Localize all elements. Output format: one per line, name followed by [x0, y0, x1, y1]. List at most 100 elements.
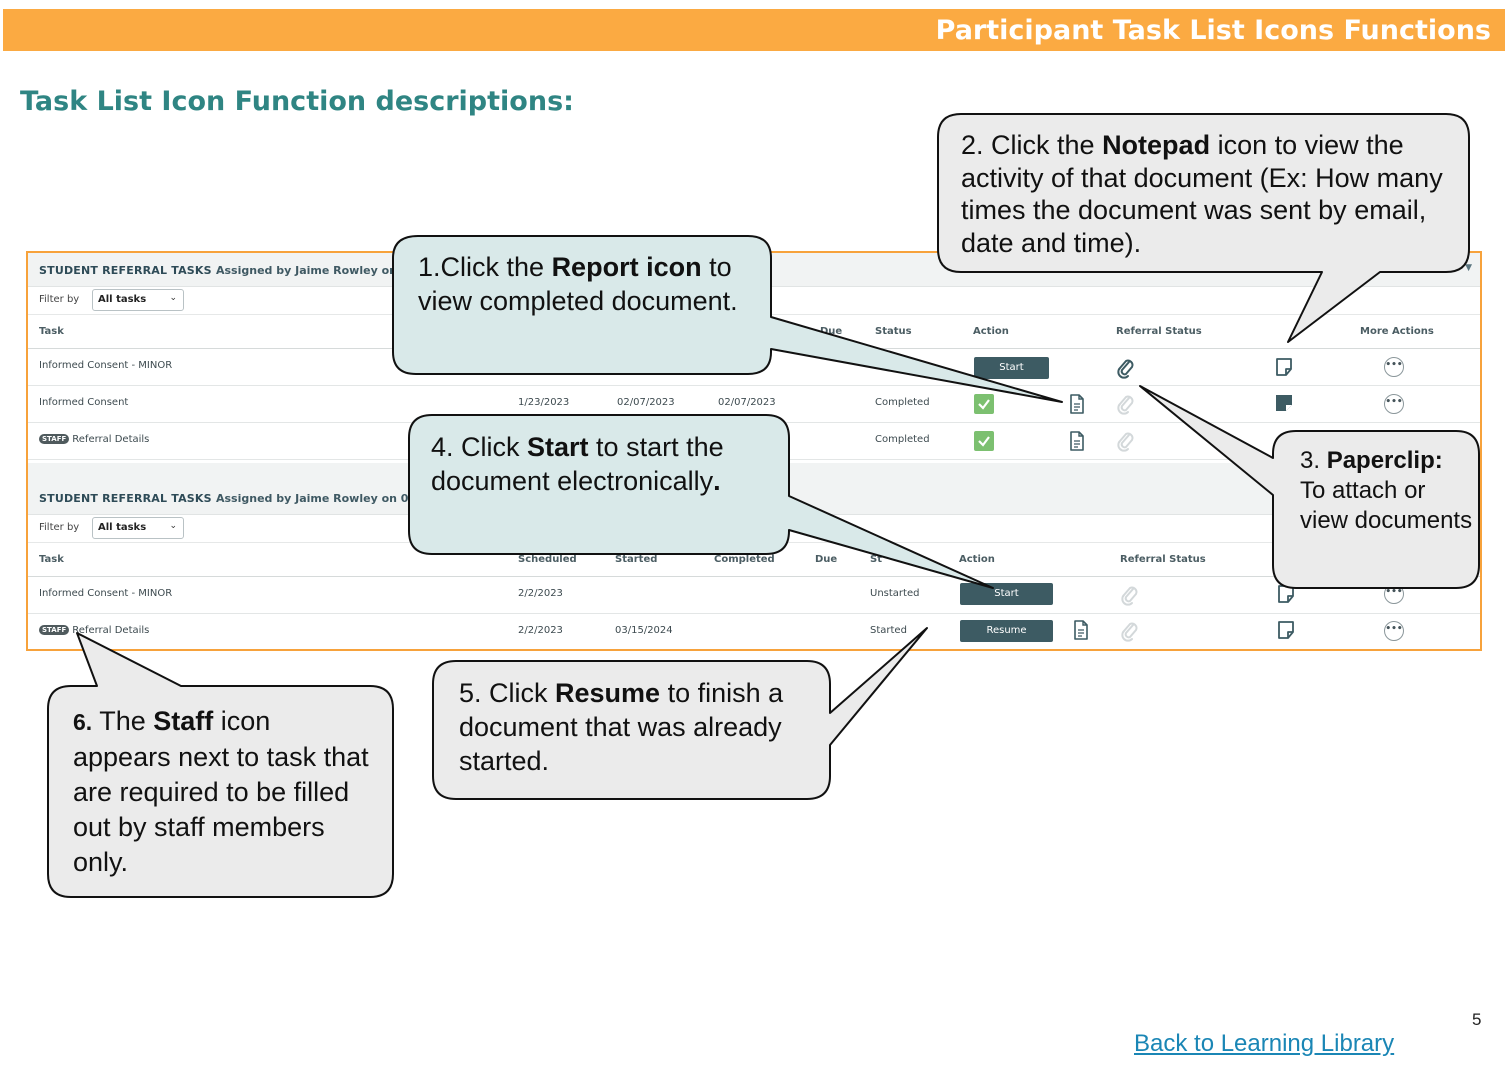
- callout-notepad-shape: [937, 113, 1470, 343]
- more-actions-button[interactable]: •••: [1384, 357, 1404, 377]
- col-more-actions: More Actions: [1360, 326, 1434, 337]
- callout-start-shape: [408, 414, 994, 589]
- more-actions-button[interactable]: •••: [1384, 621, 1404, 641]
- paperclip-icon[interactable]: [1120, 584, 1140, 606]
- paperclip-icon[interactable]: [1116, 430, 1136, 452]
- callout-notepad-pre: 2. Click the: [961, 130, 1103, 160]
- paperclip-icon[interactable]: [1116, 357, 1136, 379]
- scheduled-date: 2/2/2023: [518, 588, 563, 599]
- started-date: 02/07/2023: [617, 397, 675, 408]
- task-name[interactable]: Informed Consent - MINOR: [39, 588, 173, 599]
- staff-badge: STAFF: [39, 625, 70, 635]
- section-assigned: Assigned by Jaime Rowley on 02/: [216, 492, 421, 505]
- page-heading: Task List Icon Function descriptions:: [20, 86, 574, 117]
- col-task[interactable]: Task: [39, 554, 64, 565]
- collapse-caret-icon[interactable]: ▼: [1465, 263, 1472, 273]
- callout-staff-shape: [47, 632, 394, 898]
- report-icon[interactable]: [1068, 393, 1086, 415]
- col-referral-status: Referral Status: [1120, 554, 1206, 565]
- callout-paperclip-post: To attach or view documents: [1300, 477, 1473, 534]
- callout-start-end: .: [713, 466, 721, 496]
- callout-paperclip-shape: [1139, 385, 1480, 589]
- start-button[interactable]: Start: [974, 357, 1049, 379]
- completed-check-icon: [974, 394, 994, 414]
- section-title: STUDENT REFERRAL TASKS: [39, 492, 212, 505]
- callout-notepad-post: icon to view the activity of that docume…: [961, 130, 1443, 258]
- chevron-down-icon: ⌄: [169, 293, 177, 303]
- col-scheduled[interactable]: Scheduled: [518, 554, 577, 565]
- callout-start-text: 4. Click Start to start the document ele…: [431, 430, 781, 498]
- status-text: Unstarted: [870, 588, 920, 599]
- callout-notepad-bold: Notepad: [1102, 130, 1211, 160]
- callout-resume-pre: 5. Click: [459, 678, 556, 708]
- task-name[interactable]: Informed Consent: [39, 397, 129, 408]
- header-bar: Participant Task List Icons Functions: [3, 9, 1505, 51]
- callout-staff-bold: Staff: [153, 706, 214, 736]
- callout-paperclip-bold: Paperclip:: [1326, 447, 1443, 474]
- notepad-icon[interactable]: [1276, 620, 1296, 640]
- notepad-filled-icon[interactable]: [1274, 393, 1294, 413]
- chevron-down-icon: ⌄: [169, 521, 177, 531]
- filter-label: Filter by: [39, 522, 80, 533]
- more-actions-button[interactable]: •••: [1384, 394, 1404, 414]
- page-number: 5: [1472, 1010, 1482, 1029]
- callout-notepad-text: 2. Click the Notepad icon to view the ac…: [961, 129, 1461, 259]
- col-action: Action: [973, 326, 1009, 337]
- filter-value: All tasks: [98, 522, 147, 533]
- scheduled-date: 2/2/2023: [518, 625, 563, 636]
- table-row: Informed Consent - MINOR Start •••: [28, 349, 1480, 386]
- paperclip-icon[interactable]: [1120, 620, 1140, 642]
- callout-report-bold: Report icon: [551, 252, 702, 282]
- start-button[interactable]: Start: [960, 583, 1053, 605]
- staff-badge: STAFF: [39, 434, 70, 444]
- callout-paperclip-num: 3.: [1300, 447, 1327, 474]
- col-due[interactable]: Due: [815, 554, 838, 565]
- paperclip-icon[interactable]: [1116, 393, 1136, 415]
- task-name: Referral Details: [72, 625, 150, 636]
- completed-check-icon: [974, 431, 994, 451]
- col-action: Action: [959, 554, 995, 565]
- callout-start-pre: 4. Click: [431, 432, 528, 462]
- resume-button[interactable]: Resume: [960, 620, 1053, 642]
- col-started[interactable]: Started: [615, 554, 658, 565]
- report-icon[interactable]: [1068, 430, 1086, 452]
- filter-label: Filter by: [39, 294, 80, 305]
- callout-report-text: 1.Click the Report icon to view complete…: [418, 250, 763, 318]
- callout-resume-text: 5. Click Resume to finish a document tha…: [459, 676, 819, 778]
- col-status[interactable]: St: [870, 554, 882, 565]
- task-name[interactable]: Informed Consent - MINOR: [39, 360, 173, 371]
- completed-date: 02/07/2023: [718, 397, 776, 408]
- callout-paperclip-text: 3. Paperclip: To attach or view document…: [1300, 446, 1475, 536]
- col-status[interactable]: Status: [875, 326, 912, 337]
- callout-report-pre: 1.Click the: [418, 252, 552, 282]
- callout-resume-post: to finish a document that was already st…: [459, 678, 784, 776]
- status-text: Started: [870, 625, 907, 636]
- col-task[interactable]: Task: [39, 326, 64, 337]
- started-date: 03/15/2024: [615, 625, 673, 636]
- col-due[interactable]: Due: [820, 326, 843, 337]
- filter-select[interactable]: All tasks ⌄: [92, 517, 184, 539]
- header-title: Participant Task List Icons Functions: [935, 15, 1491, 46]
- callout-resume-shape: [432, 627, 928, 800]
- col-completed[interactable]: Completed: [714, 554, 775, 565]
- col-referral-status: Referral Status: [1116, 326, 1202, 337]
- callout-staff-post: icon appears next to task that are requi…: [73, 706, 369, 877]
- section-assigned: Assigned by Jaime Rowley on: [216, 264, 397, 277]
- status-text: Completed: [875, 397, 930, 408]
- notepad-icon[interactable]: [1274, 357, 1294, 377]
- column-header-row: Task Scheduled Started Completed Due St …: [28, 543, 1480, 577]
- scheduled-date: 1/23/2023: [518, 397, 570, 408]
- report-icon[interactable]: [1072, 619, 1090, 641]
- filter-value: All tasks: [98, 294, 147, 305]
- status-text: Completed: [875, 434, 930, 445]
- section-title: STUDENT REFERRAL TASKS: [39, 264, 212, 277]
- back-to-library-link[interactable]: Back to Learning Library: [1134, 1030, 1395, 1057]
- filter-select[interactable]: All tasks ⌄: [92, 289, 184, 311]
- callout-start-bold: Start: [527, 432, 589, 462]
- callout-start-mid: to start the document electronically: [431, 432, 724, 496]
- callout-resume-bold: Resume: [555, 678, 661, 708]
